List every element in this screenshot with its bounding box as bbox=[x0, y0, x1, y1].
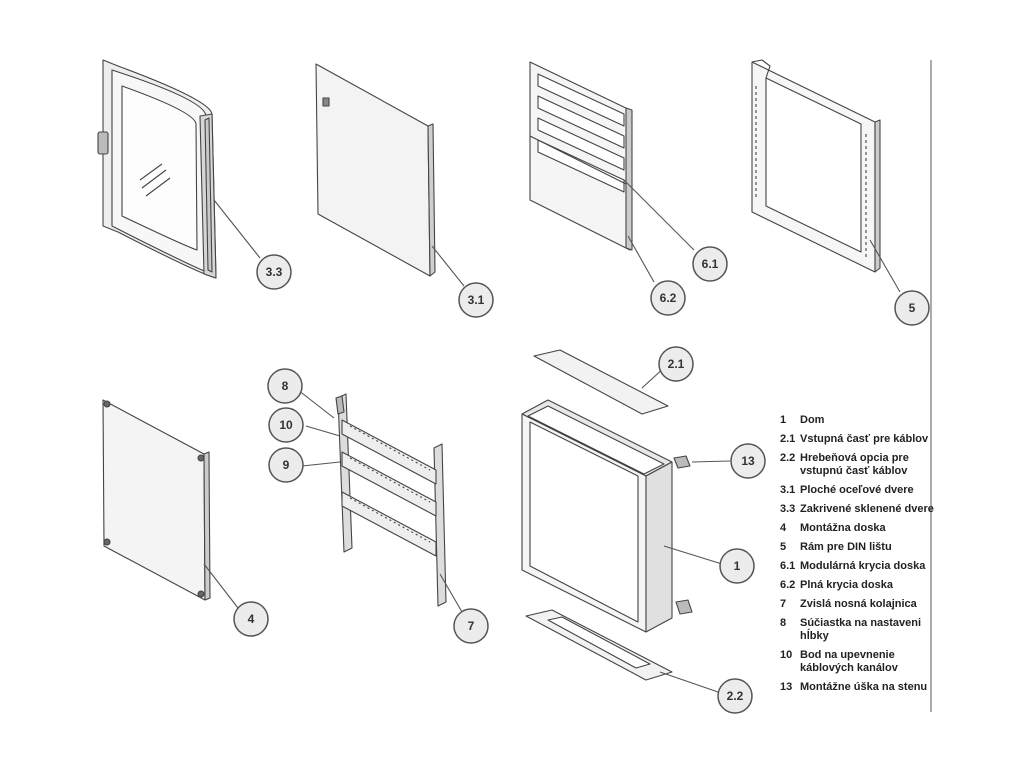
legend-number: 2.1 bbox=[780, 433, 796, 445]
top-gland-plate-drawing bbox=[533, 349, 669, 415]
legend-item: 4 Montážna doska bbox=[780, 522, 940, 535]
rail-assembly-drawing bbox=[335, 393, 447, 607]
svg-text:3.3: 3.3 bbox=[266, 265, 283, 279]
callout-6-2: 6.2 bbox=[650, 280, 686, 316]
legend-number: 3.3 bbox=[780, 503, 796, 515]
legend-label: Montážne úška na stenu bbox=[800, 681, 928, 693]
legend-item: 3.1 Ploché oceľové dvere bbox=[780, 484, 940, 497]
leader-lines bbox=[203, 179, 901, 693]
svg-text:2.1: 2.1 bbox=[668, 357, 685, 371]
callout-5: 5 bbox=[894, 290, 930, 326]
bottom-comb-plate-drawing bbox=[525, 609, 673, 681]
callout-10: 10 bbox=[268, 407, 304, 443]
legend-item: 6.1 Modulárná krycia doska bbox=[780, 560, 940, 573]
legend-number: 13 bbox=[780, 681, 793, 693]
legend-label: Súčiastka na nastaveni hĺbky bbox=[800, 617, 922, 642]
legend-item: 7 Zvislá nosná kolajnica bbox=[780, 598, 940, 611]
svg-text:6.2: 6.2 bbox=[660, 291, 677, 305]
svg-text:10: 10 bbox=[279, 418, 293, 432]
legend-label: Montážna doska bbox=[800, 522, 886, 534]
svg-text:8: 8 bbox=[282, 379, 289, 393]
mounting-plate-drawing bbox=[102, 399, 211, 601]
legend-label: Hrebeňová opcia pre vstupnú časť káblov bbox=[800, 452, 909, 477]
svg-text:3.1: 3.1 bbox=[468, 293, 485, 307]
legend-item: 2.2 Hrebeňová opcia pre vstupnú časť káb… bbox=[780, 452, 940, 478]
callout-4: 4 bbox=[233, 601, 269, 637]
callouts: 3.3 3.1 6.2 6.1 5 2.1 8 10 bbox=[233, 246, 930, 714]
legend-label: Rám pre DIN lištu bbox=[800, 541, 892, 553]
legend-item: 1 Dom bbox=[780, 414, 940, 427]
callout-6-1: 6.1 bbox=[692, 246, 728, 282]
svg-text:1: 1 bbox=[734, 559, 741, 573]
legend-number: 8 bbox=[780, 617, 787, 629]
callout-8: 8 bbox=[267, 368, 303, 404]
svg-text:4: 4 bbox=[248, 612, 255, 626]
legend-item: 2.1 Vstupná časť pre káblov bbox=[780, 433, 940, 446]
legend-label: Bod na upevnenie káblových kanálov bbox=[800, 649, 898, 674]
legend-item: 8 Súčiastka na nastaveni hĺbky bbox=[780, 617, 940, 643]
callout-7: 7 bbox=[453, 608, 489, 644]
legend-item: 13 Montážne úška na stenu bbox=[780, 681, 940, 694]
svg-text:5: 5 bbox=[909, 301, 916, 315]
legend-label: Ploché oceľové dvere bbox=[800, 484, 914, 496]
legend-number: 6.1 bbox=[780, 560, 796, 572]
cover-plates-drawing bbox=[529, 61, 633, 251]
callout-9: 9 bbox=[268, 447, 304, 483]
callout-3-3: 3.3 bbox=[256, 254, 292, 290]
callout-2-2: 2.2 bbox=[717, 678, 753, 714]
legend-number: 4 bbox=[780, 522, 787, 534]
legend-label: Zakrivené sklenené dvere bbox=[800, 503, 934, 515]
legend-number: 1 bbox=[780, 414, 787, 426]
callout-3-1: 3.1 bbox=[458, 282, 494, 318]
callout-13: 13 bbox=[730, 443, 766, 479]
callout-2-1: 2.1 bbox=[658, 346, 694, 382]
svg-text:9: 9 bbox=[283, 458, 290, 472]
callout-1: 1 bbox=[719, 548, 755, 584]
legend-number: 7 bbox=[780, 598, 787, 610]
legend-number: 3.1 bbox=[780, 484, 796, 496]
svg-text:13: 13 bbox=[741, 454, 755, 468]
enclosure-housing-drawing bbox=[521, 399, 693, 633]
legend-item: 5 Rám pre DIN lištu bbox=[780, 541, 940, 554]
legend-label: Dom bbox=[800, 414, 825, 426]
legend-item: 6.2 Plná krycia doska bbox=[780, 579, 940, 592]
legend-number: 2.2 bbox=[780, 452, 796, 464]
svg-text:6.1: 6.1 bbox=[702, 257, 719, 271]
legend-number: 10 bbox=[780, 649, 793, 661]
svg-text:7: 7 bbox=[468, 619, 475, 633]
legend-item: 10 Bod na upevnenie káblových kanálov bbox=[780, 649, 940, 675]
legend-label: Modulárná krycia doska bbox=[800, 560, 926, 572]
legend-label: Zvislá nosná kolajnica bbox=[800, 598, 917, 610]
din-rail-frame-drawing bbox=[751, 59, 881, 273]
legend-label: Plná krycia doska bbox=[800, 579, 893, 591]
curved-glass-door-drawing bbox=[97, 59, 217, 279]
parts-legend: 1 Dom 2.1 Vstupná časť pre káblov 2.2 Hr… bbox=[780, 414, 940, 700]
legend-number: 6.2 bbox=[780, 579, 796, 591]
legend-label: Vstupná časť pre káblov bbox=[800, 433, 929, 445]
flat-steel-door-drawing bbox=[315, 63, 436, 277]
legend-item: 3.3 Zakrivené sklenené dvere bbox=[780, 503, 940, 516]
legend-number: 5 bbox=[780, 541, 787, 553]
svg-text:2.2: 2.2 bbox=[727, 689, 744, 703]
